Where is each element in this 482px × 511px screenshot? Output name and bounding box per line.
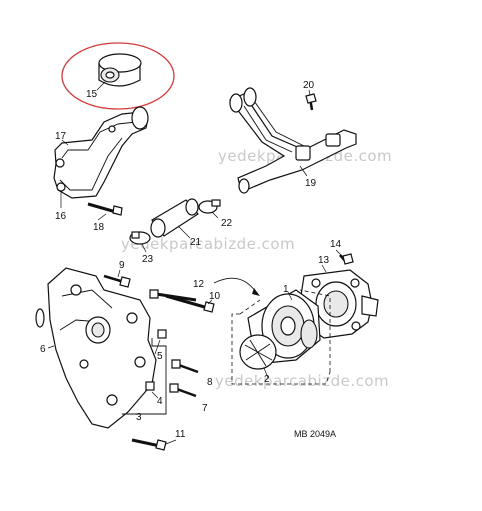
part-18-bolt [87, 202, 123, 221]
callout-1: 1 [283, 284, 289, 295]
part-12-bolt [149, 289, 197, 302]
pump-group-bracket [231, 289, 331, 385]
callout-8: 8 [207, 377, 213, 388]
assembly-arrow [213, 277, 257, 293]
part-10-bolt [165, 294, 215, 313]
part-4-fitting [145, 381, 159, 399]
highlight-ellipse [61, 42, 175, 110]
diagram-reference-code: MB 2049A [294, 429, 336, 439]
part-11-bolt [131, 438, 177, 451]
part-17-coolant-elbow [53, 106, 149, 208]
part-5-fitting [154, 329, 167, 355]
part-22-hose-clip [198, 199, 221, 219]
callout-14: 14 [330, 239, 342, 250]
part-20-bolt [305, 89, 317, 111]
callout-6: 6 [40, 344, 46, 355]
part-21-hose [150, 198, 199, 239]
part-6-engine-block [35, 267, 157, 429]
part-15-thermostat [96, 53, 142, 91]
watermark-bottom: yedekparcabizde.com [215, 372, 389, 390]
part-23-hose-clip [129, 231, 151, 253]
part-19-coolant-pipe [229, 87, 357, 194]
callout-23: 23 [142, 254, 154, 265]
callout-13: 13 [318, 255, 330, 266]
callout-7: 7 [202, 403, 208, 414]
callout-15: 15 [86, 89, 98, 100]
callout-16: 16 [55, 211, 67, 222]
callout-19: 19 [305, 178, 317, 189]
callout-12: 12 [193, 279, 205, 290]
callout-5: 5 [157, 351, 163, 362]
part-7-bolt [169, 383, 197, 398]
callout-10: 10 [209, 291, 221, 302]
callout-2: 2 [264, 374, 270, 385]
callout-3: 3 [136, 412, 142, 423]
callout-4: 4 [157, 396, 163, 407]
callout-18: 18 [93, 222, 105, 233]
part-2-impeller [239, 334, 277, 379]
part-14-drain-plug [335, 249, 354, 265]
callout-20: 20 [303, 80, 315, 91]
callout-22: 22 [221, 218, 233, 229]
callout-21: 21 [190, 237, 202, 248]
callout-17: 17 [55, 131, 67, 142]
part-3-bracket-line [122, 338, 167, 415]
part-8-bolt [171, 359, 199, 374]
watermark-middle: yedekparcabizde.com [121, 235, 295, 253]
callout-9: 9 [119, 260, 125, 271]
part-9-bolt [103, 269, 131, 288]
callout-11: 11 [175, 429, 186, 440]
